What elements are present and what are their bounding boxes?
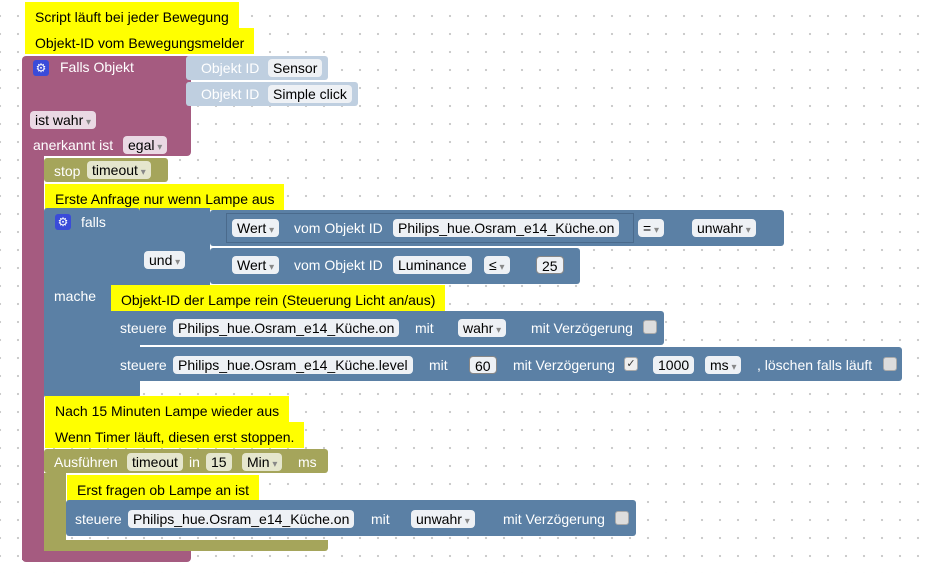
control1-object-field[interactable]: Philips_hue.Osram_e14_Küche.on [173,319,400,337]
object-field-1[interactable]: Philips_hue.Osram_e14_Küche.on [393,219,620,237]
objekt-id-label-1: Objekt ID [201,60,260,76]
if-gear-icon[interactable]: ⚙ [55,214,71,230]
control3-object-field[interactable]: Philips_hue.Osram_e14_Küche.on [128,510,355,528]
control3-value-dropdown[interactable]: unwahr [411,510,475,528]
comment-5[interactable]: Nach 15 Minuten Lampe wieder aus [45,396,290,422]
value-number-2[interactable]: 25 [536,256,564,274]
egal-dropdown[interactable]: egal [123,136,168,154]
falls-objekt-label: Falls Objekt [60,59,134,75]
delay-checkbox-1[interactable] [643,320,657,334]
clear-label: , löschen falls läuft [757,357,873,373]
value-dropdown-1[interactable]: unwahr [692,219,756,237]
delay-ms-field[interactable]: 1000 [653,356,695,374]
if-block-bottom [44,382,140,396]
steuere-label-1: steuere [120,320,167,336]
control1-value-dropdown[interactable]: wahr [458,319,507,337]
delay-checkbox-2[interactable]: ✓ [624,357,638,371]
delay-label-3: mit Verzögerung [503,511,605,527]
stop-var-dropdown[interactable]: timeout [87,161,151,179]
trigger-block-left-bar [22,150,44,560]
gear-icon[interactable]: ⚙ [33,60,49,76]
wert-dropdown-2[interactable]: Wert [232,256,280,274]
comment-3[interactable]: Erste Anfrage nur wenn Lampe aus [45,184,285,210]
ist-dropdown[interactable]: ist wahr [30,111,97,129]
mache-label: mache [54,288,97,304]
in-label: in [189,454,200,470]
delay-unit-dropdown[interactable]: ms [705,356,742,374]
falls-label: falls [81,214,106,230]
comment-6[interactable]: Wenn Timer läuft, diesen erst stoppen. [45,422,305,448]
comment-4[interactable]: Objekt-ID der Lampe rein (Steuerung Lich… [111,285,446,311]
timeout-var-field[interactable]: timeout [127,453,183,471]
ausfuehren-label: Ausführen [54,454,118,470]
anerkannt-label: anerkannt ist [33,137,114,153]
timeout-block-left-bar [44,473,66,551]
delay-checkbox-3[interactable] [615,511,629,525]
control2-object-field[interactable]: Philips_hue.Osram_e14_Küche.level [173,356,413,374]
vom-objekt-label-2: vom Objekt ID [294,257,383,273]
timeout-amount-field[interactable]: 15 [206,453,232,471]
wert-dropdown-1[interactable]: Wert [232,219,280,237]
mit-label-1: mit [415,320,434,336]
delay-label-1: mit Verzögerung [531,320,633,336]
und-dropdown[interactable]: und [144,251,186,269]
mit-label-2: mit [429,357,448,373]
object-field-2[interactable]: Luminance [393,256,472,274]
comment-7[interactable]: Erst fragen ob Lampe an ist [67,475,259,501]
steuere-label-3: steuere [75,511,122,527]
steuere-label-2: steuere [120,357,167,373]
vom-objekt-label-1: vom Objekt ID [294,220,383,236]
timeout-unit-dropdown[interactable]: Min [242,453,283,471]
operator-dropdown-2[interactable]: ≤ [484,256,510,274]
timeout-block-bottom [44,540,328,551]
sensor-field[interactable]: Sensor [268,59,323,77]
delay-label-2: mit Verzögerung [513,357,615,373]
stop-label: stop [54,163,81,179]
objekt-id-label-2: Objekt ID [201,86,260,102]
clear-checkbox[interactable] [883,357,897,371]
ms-label: ms [298,454,317,470]
mit-label-3: mit [371,511,390,527]
comment-2[interactable]: Objekt-ID vom Bewegungsmelder [25,28,255,54]
operator-dropdown-1[interactable]: = [638,219,664,237]
trigger-block-bottom [22,548,191,562]
simple-click-field[interactable]: Simple click [268,85,352,103]
control2-value-number[interactable]: 60 [469,356,497,374]
if-condition-area [140,208,210,286]
comment-1[interactable]: Script läuft bei jeder Bewegung [25,2,239,28]
